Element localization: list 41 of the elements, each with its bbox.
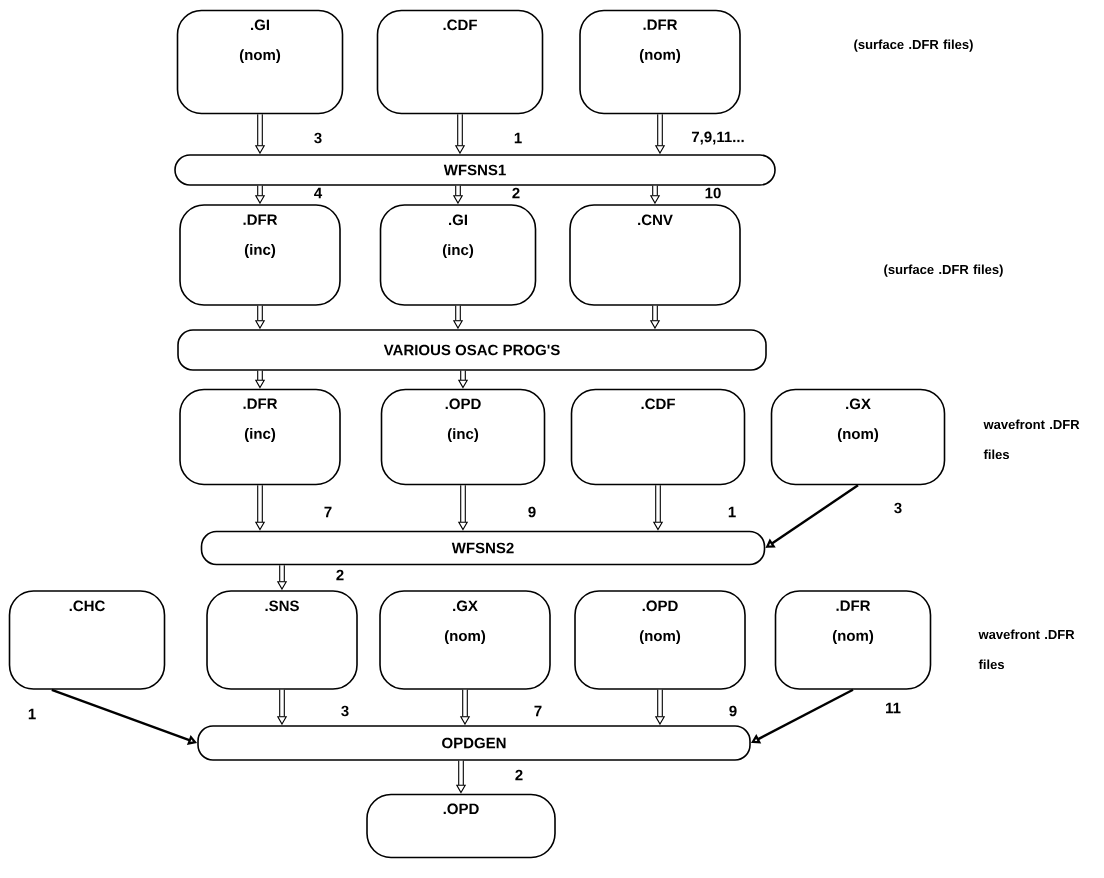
note: (surface .DFR files) <box>884 264 1003 277</box>
file-box: .OPD <box>366 793 556 859</box>
file-box: .CDF <box>570 388 746 486</box>
edge-label: 10 <box>703 186 723 200</box>
edge-label: 11 <box>884 701 902 715</box>
file-box: .DFR (inc) <box>179 204 341 306</box>
edge-label: 7,9,11... <box>690 130 746 146</box>
program-band: WFSNS1 <box>174 154 776 186</box>
edge-label: 1 <box>512 131 524 145</box>
edge-label: 7 <box>322 505 334 519</box>
note: (surface .DFR files) <box>854 39 973 52</box>
edge-label: 1 <box>726 505 738 519</box>
file-box: .GI (nom) <box>176 9 344 115</box>
edge-label: 3 <box>312 131 324 145</box>
file-box: .GX (nom) <box>379 590 551 690</box>
program-band: VARIOUS OSAC PROG'S <box>177 329 767 371</box>
file-box: .DFR (nom) <box>774 590 932 690</box>
edge-label: 7 <box>532 704 544 718</box>
file-box: .CNV <box>569 204 741 306</box>
edge-label: 1 <box>26 707 38 721</box>
program-band: OPDGEN <box>197 725 751 761</box>
file-box: .DFR (nom) <box>579 9 741 115</box>
file-box: .CHC <box>8 590 166 690</box>
edge-label: 9 <box>526 505 538 519</box>
file-box: .GI (inc) <box>379 204 537 306</box>
edge-label: 9 <box>727 704 739 718</box>
file-box: .OPD (nom) <box>574 590 746 690</box>
edge-label: 3 <box>892 501 904 515</box>
note: wavefront .DFR files <box>983 419 1080 460</box>
program-band: WFSNS2 <box>200 530 766 566</box>
file-box: .OPD (inc) <box>380 388 546 486</box>
file-box: .CDF <box>376 9 544 115</box>
edge-label: 2 <box>510 186 522 200</box>
file-box: .GX (nom) <box>770 388 946 486</box>
file-box: .DFR (inc) <box>179 388 341 486</box>
note: wavefront .DFR files <box>978 629 1075 670</box>
edge-label: 2 <box>334 568 346 582</box>
edge-label: 4 <box>312 186 324 200</box>
edge-label: 3 <box>339 704 351 718</box>
edge-label: 2 <box>513 768 525 782</box>
file-box: .SNS <box>206 590 358 690</box>
